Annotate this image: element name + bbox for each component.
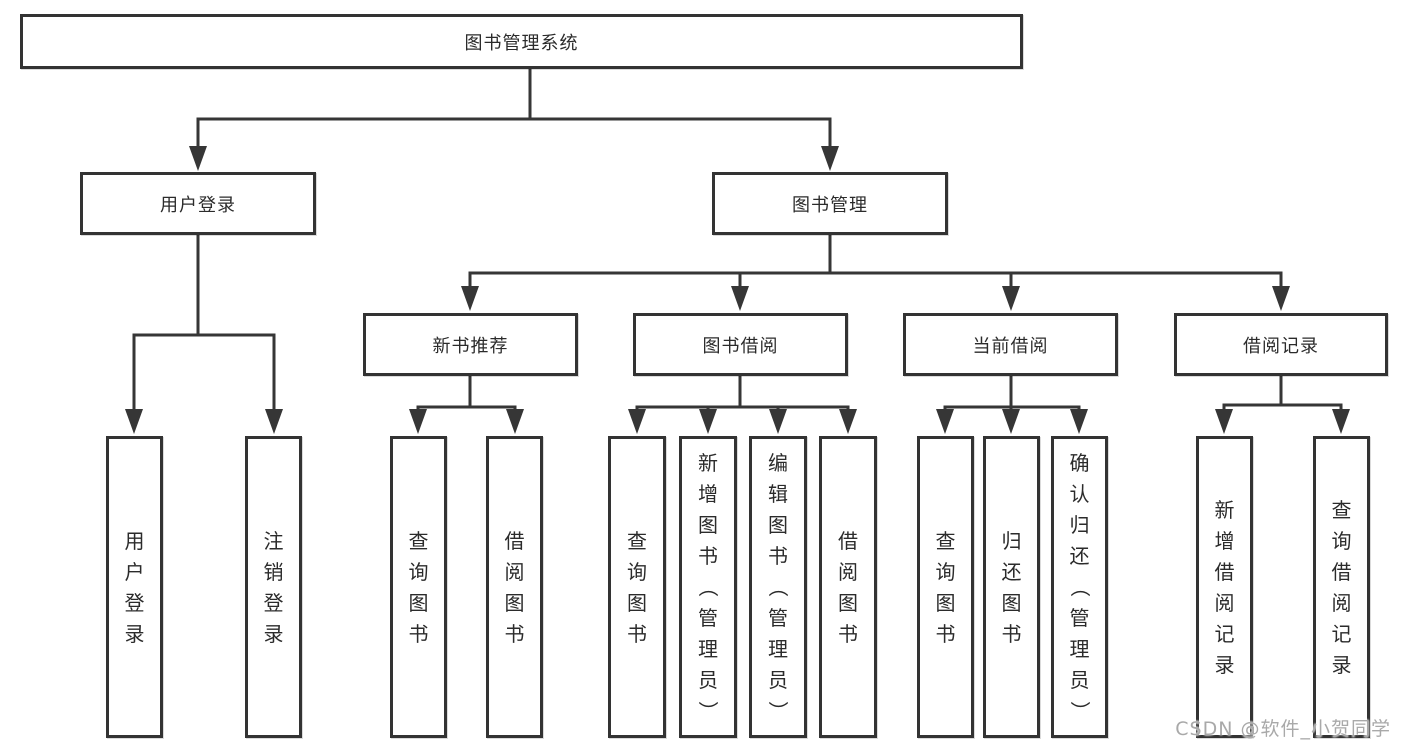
leaf-user-login: 用户登录 <box>106 436 163 738</box>
leaf-return-book: 归还图书 <box>983 436 1040 738</box>
arrowheads <box>125 146 1350 434</box>
node-new-book-recommend: 新书推荐 <box>363 313 578 376</box>
leaf-newrec-query-book: 查询图书 <box>390 436 447 738</box>
node-new-book-recommend-label: 新书推荐 <box>432 335 509 357</box>
node-current-borrow: 当前借阅 <box>903 313 1118 376</box>
leaf-borrow-query-book: 查询图书 <box>608 436 666 738</box>
connector-borrow-records-to-leaves <box>1222 376 1343 412</box>
connector-root-to-level2 <box>196 69 832 148</box>
node-root: 图书管理系统 <box>20 14 1023 69</box>
node-borrow-records: 借阅记录 <box>1174 313 1388 376</box>
leaf-edit-book-admin: 编辑图书（管理员） <box>749 436 807 738</box>
leaf-query-borrow-record: 查询借阅记录 <box>1313 436 1370 738</box>
node-book-management-label: 图书管理 <box>792 194 868 216</box>
leaf-logout: 注销登录 <box>245 436 302 738</box>
leaf-borrow-book: 借阅图书 <box>819 436 877 738</box>
connector-new-book-to-leaves <box>416 376 517 412</box>
leaf-newrec-borrow-book: 借阅图书 <box>486 436 543 738</box>
connector-current-borrow-to-leaves <box>943 376 1081 412</box>
node-user-login: 用户登录 <box>80 172 316 235</box>
leaf-add-borrow-record: 新增借阅记录 <box>1196 436 1253 738</box>
connector-user-login-to-leaves <box>132 235 276 411</box>
node-book-borrow: 图书借阅 <box>633 313 848 376</box>
node-book-borrow-label: 图书借阅 <box>702 335 779 357</box>
leaf-current-query-book: 查询图书 <box>917 436 974 738</box>
node-root-label: 图书管理系统 <box>464 32 579 54</box>
node-user-login-label: 用户登录 <box>160 194 236 216</box>
connector-book-borrow-to-leaves <box>635 376 850 412</box>
watermark: CSDN @软件_小贺同学 <box>1175 718 1391 740</box>
node-current-borrow-label: 当前借阅 <box>972 335 1049 357</box>
connector-book-management-to-level3 <box>468 235 1283 288</box>
node-borrow-records-label: 借阅记录 <box>1243 335 1319 357</box>
leaf-confirm-return-admin: 确认归还（管理员） <box>1051 436 1108 738</box>
leaf-add-book-admin: 新增图书（管理员） <box>679 436 737 738</box>
node-book-management: 图书管理 <box>712 172 948 235</box>
